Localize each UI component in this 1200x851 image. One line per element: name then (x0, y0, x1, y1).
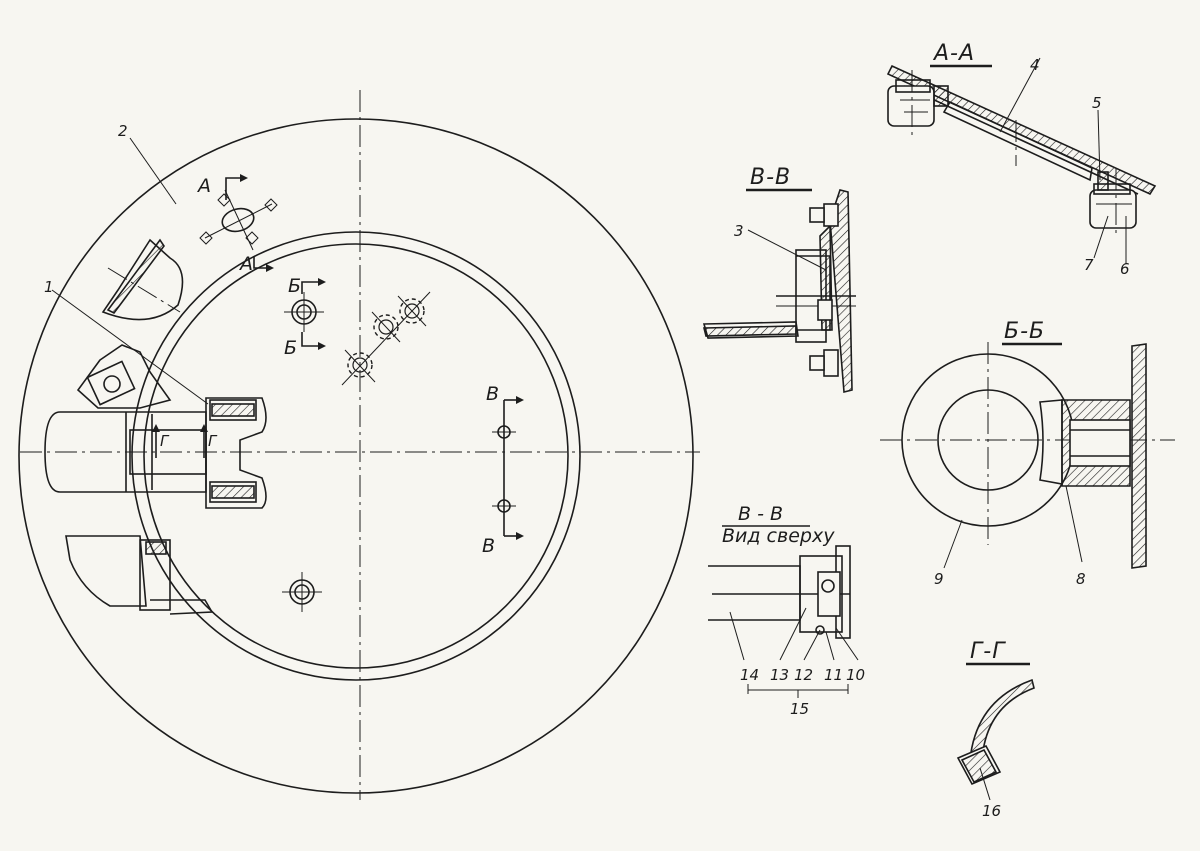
part-number-16: 16 (982, 802, 1001, 820)
title-section-gg: Г-Г (970, 639, 1006, 664)
left-bracket-flange (86, 360, 136, 406)
cut-mark-g-left: Г (160, 432, 170, 450)
title-section-vv-top: В - В (738, 503, 783, 525)
main-plan-view (18, 90, 700, 800)
inner-ring-inner (143, 243, 569, 669)
part-number-5: 5 (1092, 94, 1102, 112)
part-number-11: 11 (824, 666, 843, 684)
part-number-2: 2 (118, 122, 128, 140)
left-bracket (76, 344, 172, 409)
section-gg (956, 662, 1035, 801)
part-number-4: 4 (1030, 56, 1040, 74)
title-section-aa: А-А (932, 41, 975, 66)
part-number-7: 7 (1084, 256, 1094, 274)
part-number-1: 1 (44, 278, 54, 296)
cut-mark-b-top: Б (288, 275, 301, 297)
labels: А-А В-В Б-Б Г-Г В - В Вид сверху А А Б Б… (44, 41, 1130, 820)
lower-pocket (65, 535, 214, 615)
window-cutout (101, 238, 184, 321)
left-bracket-bolt (103, 375, 121, 393)
cut-mark-b-bottom: Б (284, 337, 297, 359)
leader-part-1 (51, 289, 209, 405)
part-number-12: 12 (794, 666, 813, 684)
part-number-6: 6 (1120, 260, 1130, 278)
window-axis (107, 267, 181, 313)
aa-mount (199, 174, 278, 272)
leader-part-2 (129, 137, 177, 205)
part-number-13: 13 (770, 666, 789, 684)
title-section-vv: В-В (750, 165, 791, 190)
latch-assembly (44, 397, 267, 509)
part-number-14: 14 (740, 666, 759, 684)
part-number-9: 9 (934, 570, 944, 588)
part-number-15: 15 (790, 700, 809, 718)
part-number-8: 8 (1076, 570, 1086, 588)
vv-holes (492, 396, 524, 540)
part-number-10: 10 (846, 666, 865, 684)
dashed-holes (341, 291, 431, 386)
part-number-3: 3 (734, 222, 744, 240)
title-section-bb: Б-Б (1004, 319, 1045, 344)
cut-mark-g-right: Г (208, 432, 218, 450)
bb-mount-bottom (282, 572, 322, 612)
section-aa (886, 57, 1157, 264)
section-vv-top (708, 525, 859, 698)
section-vv (702, 188, 856, 394)
bb-mount-top (284, 278, 326, 350)
window-hatched-edge (106, 238, 165, 315)
cut-mark-v-bottom: В (482, 535, 495, 557)
cut-mark-v-top: В (486, 383, 499, 405)
cut-mark-a-top: А (196, 175, 211, 197)
section-bb (880, 342, 1175, 569)
cut-mark-a-bottom: А (238, 253, 253, 275)
subtitle-section-vv-top: Вид сверху (722, 525, 835, 547)
outer-disc-rim (18, 118, 694, 794)
inner-ring-outer (131, 231, 581, 681)
